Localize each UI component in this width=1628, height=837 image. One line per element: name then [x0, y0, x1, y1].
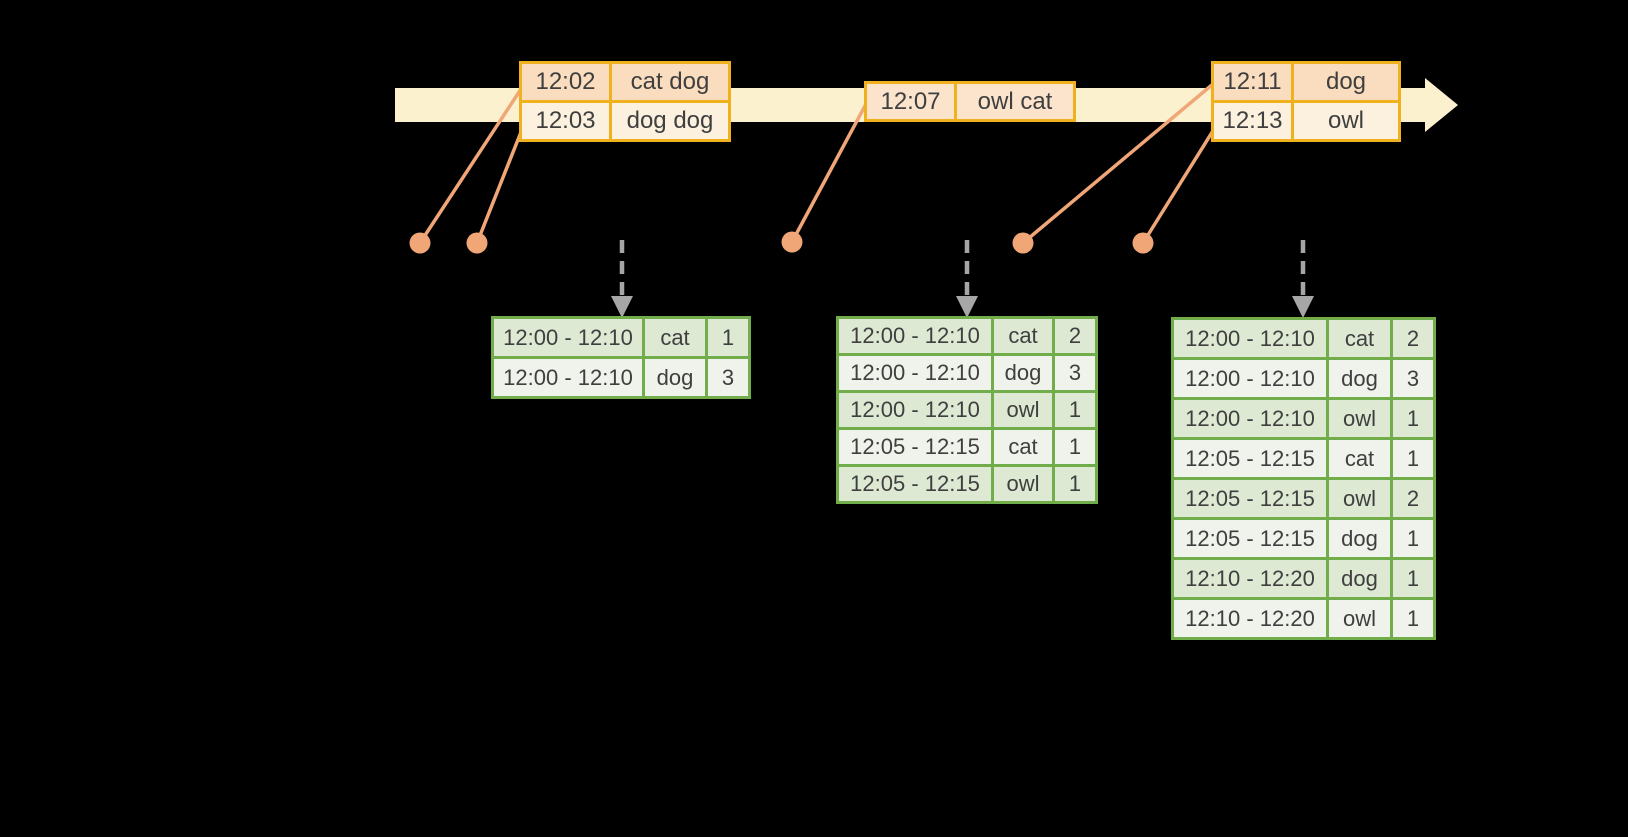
result-table-2: 12:00 - 12:10 cat 2 12:00 - 12:10 dog 3 …: [836, 316, 1098, 504]
result-row: 12:05 - 12:15 owl 2: [1171, 477, 1436, 520]
event-row: 12:13 owl: [1211, 100, 1401, 142]
event-words-cell: dog dog: [609, 100, 731, 142]
event-connector-line: [790, 103, 868, 243]
result-row: 12:05 - 12:15 cat 1: [836, 427, 1098, 467]
word-cell: dog: [1326, 357, 1393, 400]
event-dot: [1012, 232, 1034, 254]
result-row: 12:00 - 12:10 dog 3: [1171, 357, 1436, 400]
word-cell: dog: [1326, 557, 1393, 600]
word-cell: owl: [991, 390, 1055, 430]
event-connector-line: [418, 88, 523, 244]
event-time-cell: 12:11: [1211, 61, 1294, 103]
result-row: 12:05 - 12:15 dog 1: [1171, 517, 1436, 560]
count-cell: 1: [1052, 390, 1098, 430]
event-words-cell: dog: [1291, 61, 1401, 103]
result-table-3: 12:00 - 12:10 cat 2 12:00 - 12:10 dog 3 …: [1171, 317, 1436, 640]
event-time-cell: 12:03: [519, 100, 612, 142]
event-dot: [466, 232, 488, 254]
count-cell: 1: [1390, 517, 1436, 560]
result-row: 12:10 - 12:20 dog 1: [1171, 557, 1436, 600]
window-cell: 12:10 - 12:20: [1171, 597, 1329, 640]
result-row: 12:05 - 12:15 cat 1: [1171, 437, 1436, 480]
word-cell: owl: [1326, 477, 1393, 520]
window-cell: 12:00 - 12:10: [491, 356, 645, 399]
word-cell: dog: [991, 353, 1055, 393]
result-row: 12:00 - 12:10 cat 2: [1171, 317, 1436, 360]
event-time-cell: 12:13: [1211, 100, 1294, 142]
word-cell: dog: [1326, 517, 1393, 560]
count-cell: 2: [1390, 477, 1436, 520]
word-cell: cat: [1326, 437, 1393, 480]
count-cell: 1: [1052, 427, 1098, 467]
result-row: 12:05 - 12:15 owl 1: [836, 464, 1098, 504]
event-dot: [1132, 232, 1154, 254]
event-words-cell: owl cat: [954, 81, 1076, 122]
event-connector-line: [1141, 125, 1218, 244]
event-time-cell: 12:02: [519, 61, 612, 103]
result-row: 12:00 - 12:10 cat 2: [836, 316, 1098, 356]
count-cell: 1: [1390, 437, 1436, 480]
event-words-cell: owl: [1291, 100, 1401, 142]
result-row: 12:00 - 12:10 dog 3: [836, 353, 1098, 393]
event-dot: [409, 232, 431, 254]
trigger-arrowhead-icon: [611, 296, 633, 318]
window-cell: 12:00 - 12:10: [836, 353, 994, 393]
count-cell: 1: [1052, 464, 1098, 504]
event-table-3: 12:11 dog 12:13 owl: [1211, 61, 1401, 142]
event-row: 12:11 dog: [1211, 61, 1401, 103]
window-cell: 12:00 - 12:10: [836, 390, 994, 430]
window-cell: 12:00 - 12:10: [1171, 357, 1329, 400]
word-cell: cat: [991, 427, 1055, 467]
result-row: 12:00 - 12:10 cat 1: [491, 316, 751, 359]
result-row: 12:00 - 12:10 owl 1: [1171, 397, 1436, 440]
window-cell: 12:05 - 12:15: [1171, 477, 1329, 520]
timeline-arrowhead-icon: [1425, 78, 1458, 132]
word-cell: cat: [991, 316, 1055, 356]
trigger-arrowhead-icon: [956, 296, 978, 318]
window-cell: 12:05 - 12:15: [836, 427, 994, 467]
count-cell: 1: [1390, 397, 1436, 440]
event-table-2: 12:07 owl cat: [864, 81, 1076, 122]
event-dot: [781, 231, 803, 253]
event-time-cell: 12:07: [864, 81, 957, 122]
window-cell: 12:05 - 12:15: [1171, 437, 1329, 480]
count-cell: 1: [1390, 557, 1436, 600]
word-cell: owl: [991, 464, 1055, 504]
word-cell: owl: [1326, 397, 1393, 440]
result-row: 12:00 - 12:10 owl 1: [836, 390, 1098, 430]
word-cell: dog: [642, 356, 708, 399]
event-table-1: 12:02 cat dog 12:03 dog dog: [519, 61, 731, 142]
event-row: 12:02 cat dog: [519, 61, 731, 103]
result-row: 12:00 - 12:10 dog 3: [491, 356, 751, 399]
window-cell: 12:05 - 12:15: [836, 464, 994, 504]
window-cell: 12:00 - 12:10: [491, 316, 645, 359]
result-table-1: 12:00 - 12:10 cat 1 12:00 - 12:10 dog 3: [491, 316, 751, 399]
trigger-arrowhead-icon: [1292, 296, 1314, 318]
count-cell: 3: [1390, 357, 1436, 400]
count-cell: 2: [1052, 316, 1098, 356]
word-cell: cat: [1326, 317, 1393, 360]
event-words-cell: cat dog: [609, 61, 731, 103]
window-cell: 12:05 - 12:15: [1171, 517, 1329, 560]
event-connector-line: [475, 126, 525, 244]
result-row: 12:10 - 12:20 owl 1: [1171, 597, 1436, 640]
window-cell: 12:00 - 12:10: [836, 316, 994, 356]
window-cell: 12:10 - 12:20: [1171, 557, 1329, 600]
count-cell: 1: [1390, 597, 1436, 640]
count-cell: 3: [1052, 353, 1098, 393]
word-cell: cat: [642, 316, 708, 359]
event-row: 12:03 dog dog: [519, 100, 731, 142]
count-cell: 3: [705, 356, 751, 399]
count-cell: 1: [705, 316, 751, 359]
event-connector-line: [1021, 82, 1215, 245]
window-cell: 12:00 - 12:10: [1171, 317, 1329, 360]
count-cell: 2: [1390, 317, 1436, 360]
word-cell: owl: [1326, 597, 1393, 640]
event-row: 12:07 owl cat: [864, 81, 1076, 122]
window-cell: 12:00 - 12:10: [1171, 397, 1329, 440]
